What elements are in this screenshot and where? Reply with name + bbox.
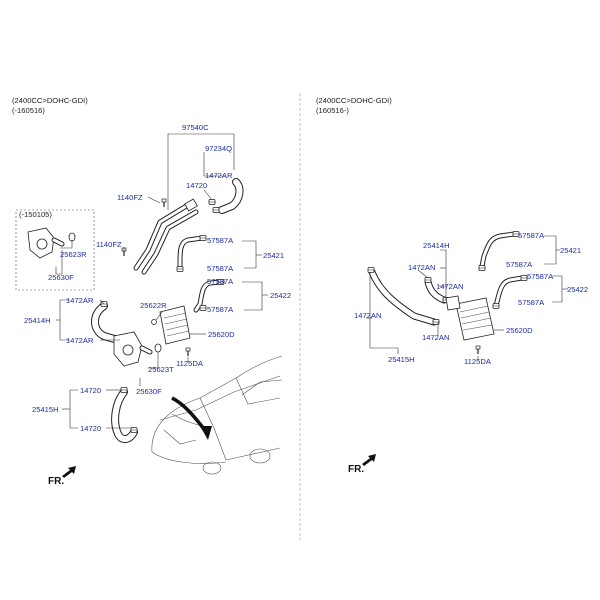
label-1125da: 1125DA — [176, 359, 204, 368]
label-1140fz-a: 1140FZ — [117, 193, 143, 202]
hose-97234q — [208, 178, 244, 214]
left-front-arrow: FR. — [48, 466, 76, 487]
right-hose-25422 — [492, 275, 528, 309]
label-57587a-4: 57587A — [207, 305, 234, 314]
label-25415h: 25415H — [32, 405, 59, 414]
right-label-1472an-3: 1472AN — [354, 311, 381, 320]
label-97234q: 97234Q — [205, 144, 232, 153]
right-label-25620d: 25620D — [506, 326, 533, 335]
fitting-25630f — [113, 331, 162, 367]
inset-fitting — [27, 227, 76, 259]
hose-25422 — [193, 279, 225, 313]
label-14720-top: 14720 — [186, 181, 207, 190]
left-header-engine: (2400CC>DOHC-GDI) — [12, 96, 88, 105]
label-25422: 25422 — [270, 291, 291, 300]
label-25623t: 25623T — [148, 365, 174, 374]
left-header-date: (-160516) — [12, 106, 45, 115]
label-25630f-inset: 25630F — [48, 273, 74, 282]
right-label-57587a-4: 57587A — [518, 298, 545, 307]
label-57587a-2: 57587A — [207, 264, 234, 273]
right-leader-lines — [366, 235, 568, 360]
right-label-25414h: 25414H — [423, 241, 450, 250]
label-25623r: 25623R — [60, 250, 87, 259]
right-label-57587a-1: 57587A — [518, 231, 545, 240]
right-label-57587a-3: 57587A — [527, 272, 554, 281]
right-hose-25421 — [478, 231, 520, 271]
label-25421: 25421 — [263, 251, 284, 260]
right-oil-cooler-25620d — [445, 295, 495, 341]
right-label-1472an-2: 1472AN — [436, 282, 463, 291]
right-label-1472an-1: 1472AN — [408, 263, 435, 272]
right-part-labels: 25414H 1472AN 1472AN 1472AN 1472AN 57587… — [354, 231, 588, 366]
car-outline — [151, 355, 283, 475]
label-14720-1: 14720 — [80, 386, 101, 395]
water-pipe-97540c — [133, 198, 199, 275]
right-panel: (2400CC>DOHC-GDI) (160516-) — [316, 96, 588, 475]
right-label-1125da: 1125DA — [464, 357, 492, 366]
hose-25415h — [111, 387, 138, 443]
label-25630f: 25630F — [136, 387, 162, 396]
label-1140fz-b: 1140FZ — [96, 240, 122, 249]
label-57587a-1: 57587A — [207, 236, 234, 245]
hose-25414h — [91, 301, 126, 344]
left-panel: (2400CC>DOHC-GDI) (-160516) (-150105) — [12, 96, 291, 487]
label-14720-2: 14720 — [80, 424, 101, 433]
front-arrow-icon — [62, 466, 76, 478]
left-leader-lines — [55, 133, 268, 429]
right-fr-label: FR. — [348, 464, 364, 475]
right-front-arrow: FR. — [348, 454, 376, 475]
label-97540c: 97540C — [182, 123, 209, 132]
right-label-57587a-2: 57587A — [506, 260, 533, 269]
left-part-labels: 97540C 97234Q 1472AR 14720 1140FZ 1140FZ… — [24, 123, 291, 433]
right-hose-25415h — [367, 267, 440, 326]
right-label-1472an-4: 1472AN — [422, 333, 449, 342]
label-25622r: 25622R — [140, 301, 167, 310]
right-header-date: (160516-) — [316, 106, 349, 115]
inset-box — [15, 209, 95, 291]
bolt-1125da — [185, 347, 191, 357]
right-label-25415h: 25415H — [388, 355, 415, 364]
label-1472ar-top: 1472AR — [205, 171, 233, 180]
left-fr-label: FR. — [48, 476, 64, 487]
right-label-25421: 25421 — [560, 246, 581, 255]
label-1472ar-1: 1472AR — [66, 296, 94, 305]
inset-date-label: (-150105) — [19, 210, 52, 219]
right-label-25422: 25422 — [567, 285, 588, 294]
label-1472ar-2: 1472AR — [66, 336, 94, 345]
right-front-arrow-icon — [362, 454, 376, 466]
hose-25421 — [176, 235, 207, 272]
right-bolt-1125da — [475, 345, 481, 355]
right-header-engine: (2400CC>DOHC-GDI) — [316, 96, 392, 105]
right-hose-25414h — [424, 277, 450, 304]
label-25620d: 25620D — [208, 330, 235, 339]
oil-cooler-25620d — [151, 305, 191, 345]
bolt-1140fz-a — [161, 198, 167, 208]
label-57587a-3: 57587A — [207, 277, 234, 286]
label-25414h: 25414H — [24, 316, 51, 325]
